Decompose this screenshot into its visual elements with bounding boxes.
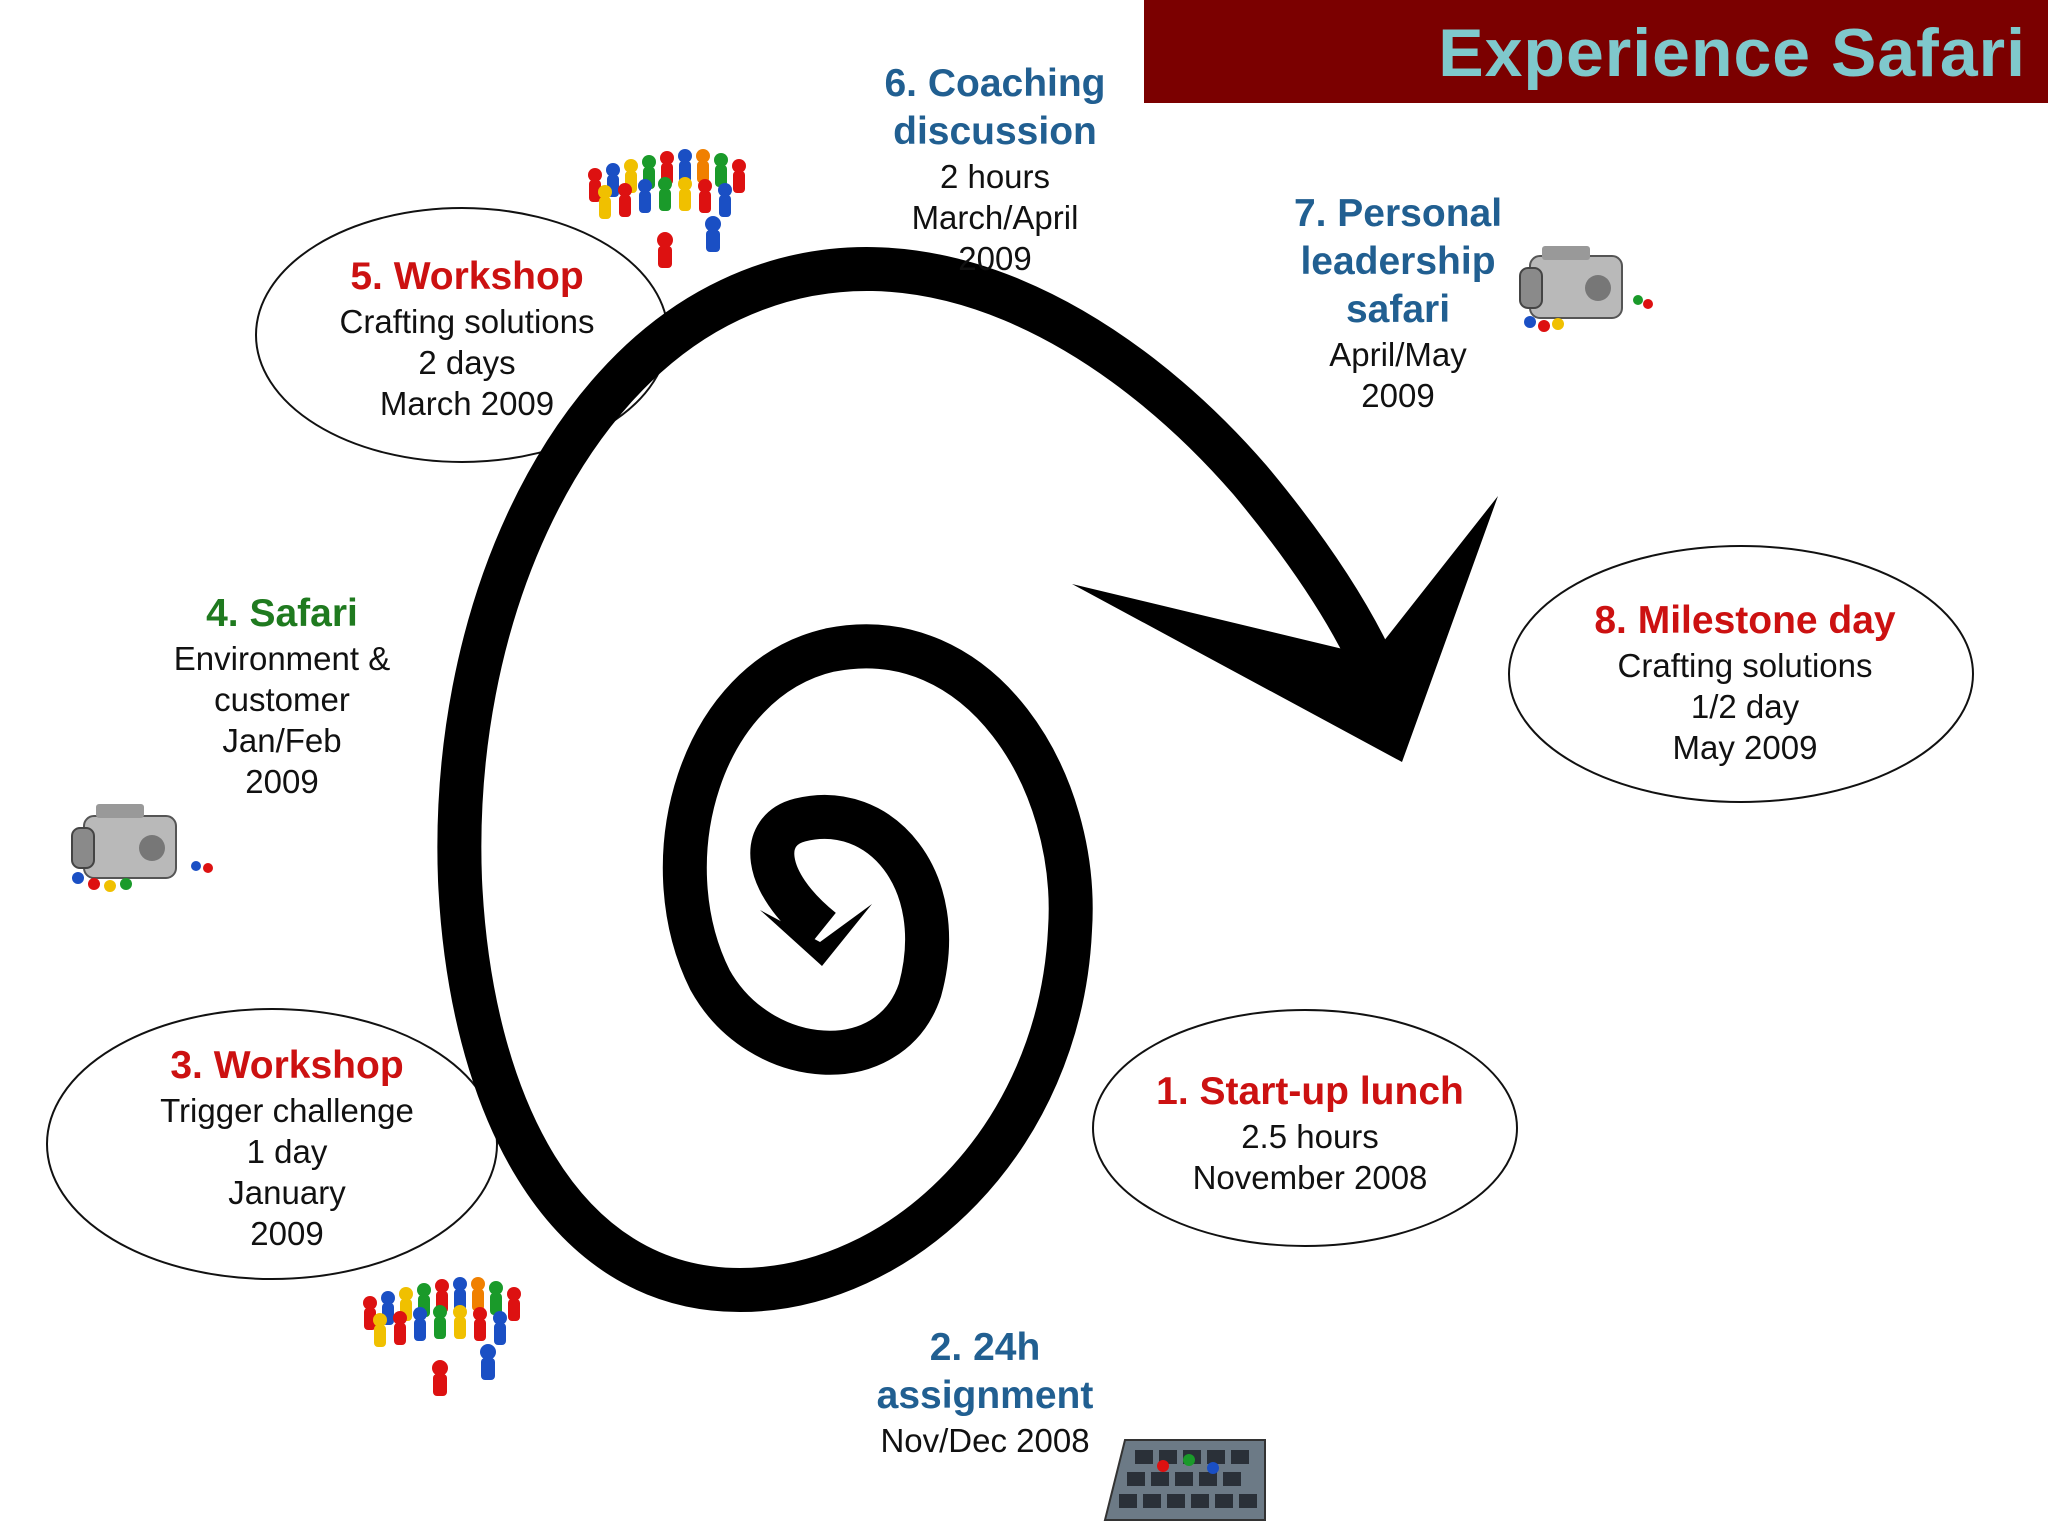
step-8-line: May 2009 [1672, 729, 1818, 766]
title-banner: Experience Safari [1144, 0, 2048, 103]
step-1-title: 1. Start-up lunch [1156, 1070, 1464, 1113]
step-5-title: 5. Workshop [350, 255, 584, 298]
spiral-path [437, 247, 1401, 1312]
inner-arrowhead [760, 904, 872, 966]
step-7-title: 7. Personal [1293, 192, 1503, 235]
step-4-label: 4. Safari Environment & customer Jan/Feb… [152, 590, 412, 802]
step-6-title-2: discussion [893, 110, 1097, 153]
step-4-line: 2009 [245, 763, 319, 800]
step-2-title: 2. 24h [929, 1326, 1041, 1369]
step-3-ellipse [46, 1008, 498, 1280]
step-6-line: March/April [911, 199, 1079, 236]
step-3-line: January [228, 1174, 346, 1211]
step-8-title: 8. Milestone day [1594, 599, 1896, 642]
step-4-line: Jan/Feb [222, 722, 342, 759]
step-2-title-2: assignment [876, 1374, 1094, 1417]
step-6-title: 6. Coaching [884, 62, 1106, 105]
step-1-line: 2.5 hours [1241, 1118, 1379, 1155]
keyboard-icon [1103, 1439, 1266, 1521]
step-8-line: 1/2 day [1690, 688, 1800, 725]
page-title: Experience Safari [1438, 15, 2026, 91]
step-5-line: March 2009 [379, 385, 555, 422]
step-8-label: 8. Milestone day Crafting solutions 1/2 … [1560, 597, 1930, 768]
step-2-label: 2. 24h assignment Nov/Dec 2008 [845, 1324, 1125, 1461]
step-8-line: Crafting solutions [1617, 647, 1873, 684]
step-1-line: November 2008 [1192, 1159, 1428, 1196]
step-7-title-2: leadership [1300, 240, 1496, 283]
outer-arrowhead [1072, 496, 1498, 762]
step-2-line: Nov/Dec 2008 [880, 1422, 1090, 1459]
step-3-line: 2009 [250, 1215, 324, 1252]
pawn-crowd-icon [363, 1277, 521, 1396]
step-7-label: 7. Personal leadership safari April/May … [1268, 190, 1528, 416]
step-4-line: customer [214, 681, 350, 718]
step-6-line: 2009 [958, 240, 1032, 277]
step-3-label: 3. Workshop Trigger challenge 1 day Janu… [132, 1042, 442, 1254]
step-6-line: 2 hours [939, 158, 1051, 195]
step-8-ellipse [1508, 545, 1974, 803]
step-7-title-3: safari [1345, 288, 1451, 331]
step-7-line: 2009 [1361, 377, 1435, 414]
camcorder-icon [1519, 246, 1653, 332]
step-5-line: 2 days [418, 344, 516, 381]
step-3-line: 1 day [246, 1133, 328, 1170]
step-3-line: Trigger challenge [160, 1092, 414, 1129]
step-5-line: Crafting solutions [339, 303, 595, 340]
pawn-crowd-icon [588, 149, 746, 268]
step-4-title: 4. Safari [206, 592, 358, 635]
step-3-title: 3. Workshop [170, 1044, 404, 1087]
step-6-label: 6. Coaching discussion 2 hours March/Apr… [855, 60, 1135, 279]
step-1-label: 1. Start-up lunch 2.5 hours November 200… [1150, 1068, 1470, 1198]
camcorder-icon [71, 804, 213, 892]
step-4-line: Environment & [173, 640, 391, 677]
step-1-ellipse [1092, 1009, 1518, 1247]
step-7-line: April/May [1329, 336, 1467, 373]
step-5-label: 5. Workshop Crafting solutions 2 days Ma… [312, 253, 622, 424]
